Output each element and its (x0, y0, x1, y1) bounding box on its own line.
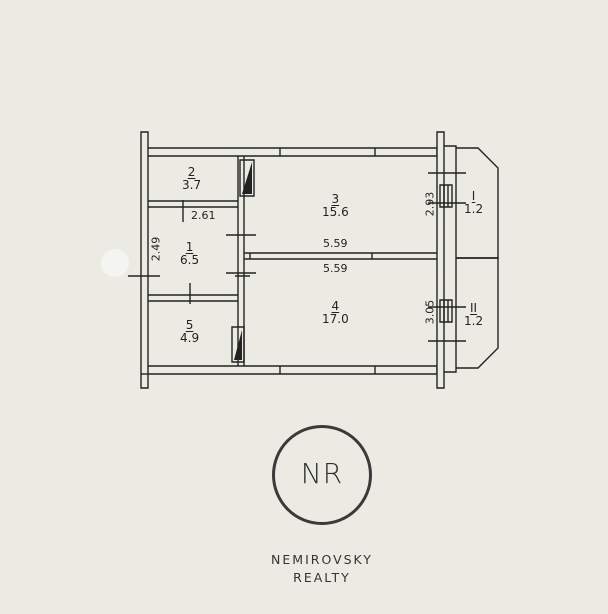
room-1-area: 6.5 (180, 253, 200, 267)
room-3-area: 15.6 (322, 205, 349, 219)
dimension-label: 5.59 (323, 262, 348, 275)
brand-name-line-1: NEMIROVSKY (271, 552, 373, 567)
balcony-1-number: I (471, 189, 476, 203)
dimension-label: 3.05 (423, 299, 437, 325)
dimension-label: 5.59 (323, 237, 348, 250)
room-5-label: 5 4.9 (180, 319, 199, 345)
balcony-2-area: 1.2 (464, 314, 484, 328)
room-4-area: 17.0 (322, 312, 349, 326)
room-2-label: 2 3.7 (182, 166, 201, 192)
dimension-label: 2.49 (149, 236, 163, 262)
room-5-area: 4.9 (180, 331, 200, 345)
balcony-1-label: I 1.2 (464, 190, 483, 216)
balcony-2-label: II 1.2 (464, 302, 483, 328)
room-1-number: 1 (185, 240, 194, 254)
room-3-label: 3 15.6 (322, 193, 349, 219)
dimension-label: 2.93 (423, 191, 437, 217)
room-1-label: 1 6.5 (180, 241, 199, 267)
logo-ring (272, 425, 372, 525)
room-5-number: 5 (185, 318, 194, 332)
room-2-area: 3.7 (182, 178, 202, 192)
balcony-1-area: 1.2 (464, 202, 484, 216)
room-2-number: 2 (187, 165, 196, 179)
logo-mark: NR (300, 457, 344, 490)
room-4-label: 4 17.0 (322, 300, 349, 326)
room-3-number: 3 (331, 192, 340, 206)
balcony-2-number: II (470, 301, 478, 315)
room-4-number: 4 (331, 299, 340, 313)
dimension-label: 2.61 (191, 209, 216, 222)
brand-name-line-2: REALTY (293, 570, 351, 585)
